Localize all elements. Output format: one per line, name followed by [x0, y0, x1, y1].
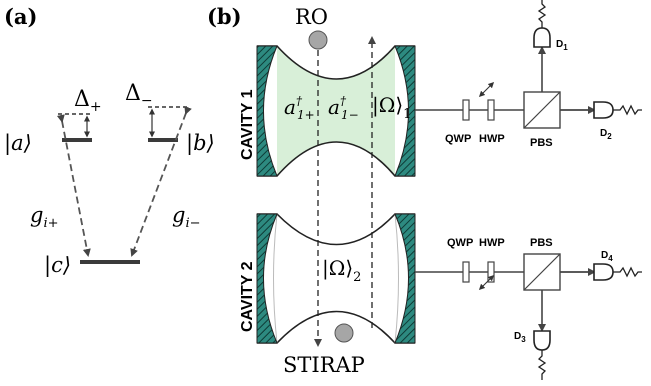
cavity-2-label: CAVITY 2	[239, 261, 256, 332]
hwp-bottom-plate	[487, 261, 495, 283]
atom-top	[308, 30, 328, 50]
state-c-label: |c⟩	[44, 253, 71, 278]
detector-d3-wire-icon	[537, 350, 547, 380]
operator-a1-plus: a†1+	[284, 94, 315, 122]
hwp-top-rotation-icon	[478, 81, 495, 98]
hwp-top-plate	[487, 99, 495, 121]
state-a-label: |a⟩	[4, 131, 32, 156]
atom-bottom	[334, 323, 354, 343]
detector-d4-label: D4	[601, 250, 613, 263]
detector-d1-icon	[533, 27, 551, 48]
detector-d2-label: D2	[600, 128, 612, 141]
cavity-1-label: CAVITY 1	[239, 89, 256, 160]
hwp-top-label: HWP	[479, 133, 505, 145]
state-b-label: |b⟩	[186, 131, 215, 156]
cavity-1-left-mirror	[256, 45, 278, 177]
detector-d1	[533, 0, 551, 48]
coupling-plus-label: gi+	[30, 203, 59, 231]
omega-2-label: |Ω⟩2	[322, 256, 361, 285]
detector-d1-wire-icon	[537, 0, 547, 28]
ro-label: RO	[295, 5, 328, 29]
coupling-minus-label: gi−	[172, 203, 201, 231]
qwp-bottom-label: QWP	[447, 237, 473, 249]
coupling-minus-arrow	[130, 105, 192, 257]
qwp-top-plate	[462, 99, 470, 121]
cavity-2-right-mirror	[394, 213, 416, 344]
qwp-bottom-plate	[462, 261, 470, 283]
detector-d3-icon	[533, 330, 551, 351]
optical-path-bottom	[415, 253, 596, 332]
cavity-1-mode	[277, 46, 395, 176]
stirap-label: STIRAP	[283, 353, 365, 377]
detector-d4-wire-icon	[613, 266, 642, 278]
level-diagram: Δ+ Δ− |a⟩ |b⟩ |c⟩ gi+ gi−	[4, 81, 215, 278]
hwp-bottom-rotation-icon	[478, 274, 495, 291]
panel-label-a: (a)	[4, 4, 37, 29]
detector-d3-label: D3	[514, 331, 526, 344]
detector-d2	[593, 101, 642, 119]
detector-d3	[533, 330, 551, 380]
pbs-bottom-label: PBS	[530, 237, 553, 249]
cavity-1	[256, 45, 416, 177]
optical-path-top	[415, 46, 596, 129]
detector-d1-label: D1	[556, 39, 568, 52]
detector-d4	[593, 263, 642, 281]
pbs-top-label: PBS	[530, 137, 553, 149]
cavity-2-left-mirror	[256, 213, 278, 344]
panel-label-b: (b)	[207, 4, 242, 29]
detuning-plus-label: Δ+	[74, 87, 102, 115]
detector-d2-icon	[593, 101, 614, 119]
operator-a1-minus: a†1−	[328, 94, 359, 122]
cavity-2	[256, 213, 416, 344]
hwp-bottom-label: HWP	[479, 237, 505, 249]
detuning-minus-label: Δ−	[125, 81, 153, 109]
coupling-plus-arrow	[56, 114, 91, 257]
detector-d4-icon	[593, 263, 614, 281]
detector-d2-wire-icon	[613, 104, 642, 116]
cavity-1-right-mirror	[394, 45, 416, 177]
omega-1-label: |Ω⟩1	[372, 93, 411, 122]
qwp-top-label: QWP	[445, 133, 471, 145]
